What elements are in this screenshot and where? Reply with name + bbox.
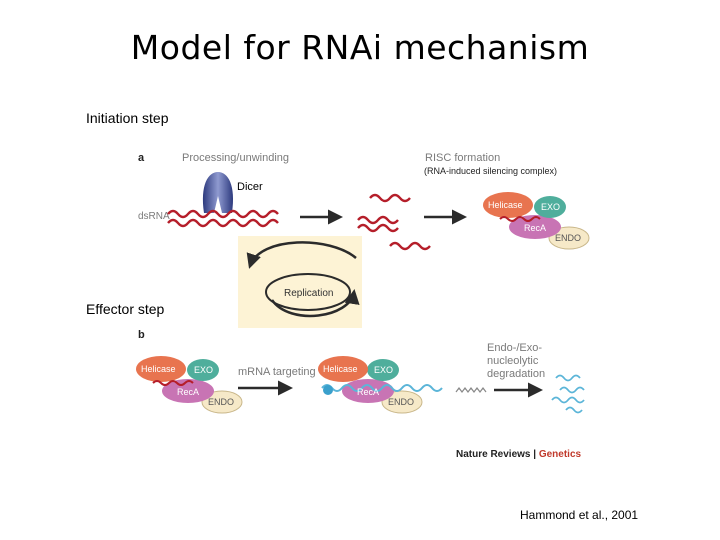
exo-label: EXO (194, 365, 213, 375)
replication-arrow-top (246, 241, 357, 269)
polya-tail (455, 387, 487, 393)
citation-credit: Hammond et al., 2001 (520, 508, 639, 522)
mrna-fragment-2 (559, 386, 585, 394)
degradation-label: Endo-/Exo- nucleolytic degradation (487, 342, 545, 381)
sirna-fragment-3 (357, 223, 399, 233)
journal-section: Genetics (538, 449, 582, 460)
dsrna-label: dsRNA (138, 211, 170, 222)
exo-shape (534, 196, 566, 218)
risc-complex-b: Helicase EXO RecA ENDO (136, 356, 243, 414)
sirna-fragment-1 (369, 193, 411, 203)
dicer-label: Dicer (237, 181, 263, 193)
sirna-fragment-4 (389, 241, 431, 251)
exo-label: EXO (541, 202, 560, 212)
helicase-label: Helicase (141, 364, 176, 374)
endo-label: ENDO (388, 397, 414, 407)
target-mrna (321, 384, 443, 392)
endo-label: ENDO (555, 233, 581, 243)
reca-label: RecA (357, 387, 379, 397)
endo-shape (548, 226, 590, 250)
degradation-line-2: nucleolytic (487, 355, 539, 367)
processing-unwinding-label: Processing/unwinding (182, 152, 290, 164)
risc-guide-rna (499, 216, 541, 222)
replication-arrow-bottom (270, 289, 360, 318)
degradation-line-3: degradation (487, 368, 546, 380)
nature-reviews-logo: Nature Reviews | Genetics (456, 449, 581, 460)
risc-full-name: (RNA-induced silencing complex) (424, 166, 558, 176)
reca-label: RecA (524, 223, 546, 233)
mrna-fragment-3 (551, 396, 585, 404)
reca-shape (162, 379, 214, 403)
logo-separator: | (530, 449, 539, 460)
exo-shape (367, 359, 399, 381)
reca-shape (509, 215, 561, 239)
mrna-fragment-4 (565, 406, 583, 414)
slide-title: Model for RNAi mechanism (130, 28, 590, 67)
risc-guide-rna (152, 380, 194, 386)
panel-b-letter: b (138, 329, 145, 341)
exo-shape (187, 359, 219, 381)
reca-shape (342, 379, 394, 403)
replication-loop (265, 273, 351, 311)
helicase-shape (483, 192, 533, 218)
panel-a-letter: a (138, 152, 145, 164)
helicase-label: Helicase (323, 364, 358, 374)
mrna-fragment-1 (555, 374, 581, 382)
endo-shape (201, 390, 243, 414)
risc-complex-a: Helicase EXO RecA ENDO (483, 192, 590, 250)
dsrna-strand-top (167, 209, 279, 219)
mrna-cap (323, 385, 333, 395)
risc-complex-mrna-bound: Helicase EXO RecA ENDO (318, 356, 487, 414)
replication-label: Replication (284, 288, 333, 299)
degradation-line-1: Endo-/Exo- (487, 342, 543, 354)
helicase-shape (136, 356, 186, 382)
helicase-label: Helicase (488, 200, 523, 210)
sirna-fragment-2 (357, 215, 399, 225)
exo-label: EXO (374, 365, 393, 375)
journal-name: Nature Reviews (456, 449, 531, 460)
initiation-step-label: Initiation step (86, 110, 169, 126)
endo-shape (381, 390, 423, 414)
risc-formation-label: RISC formation (425, 152, 501, 164)
mrna-targeting-label: mRNA targeting (238, 366, 316, 378)
endo-label: ENDO (208, 397, 234, 407)
reca-label: RecA (177, 387, 199, 397)
effector-step-label: Effector step (86, 301, 165, 317)
helicase-shape (318, 356, 368, 382)
dicer-enzyme (202, 172, 234, 213)
dsrna-strand-bottom (167, 218, 279, 228)
